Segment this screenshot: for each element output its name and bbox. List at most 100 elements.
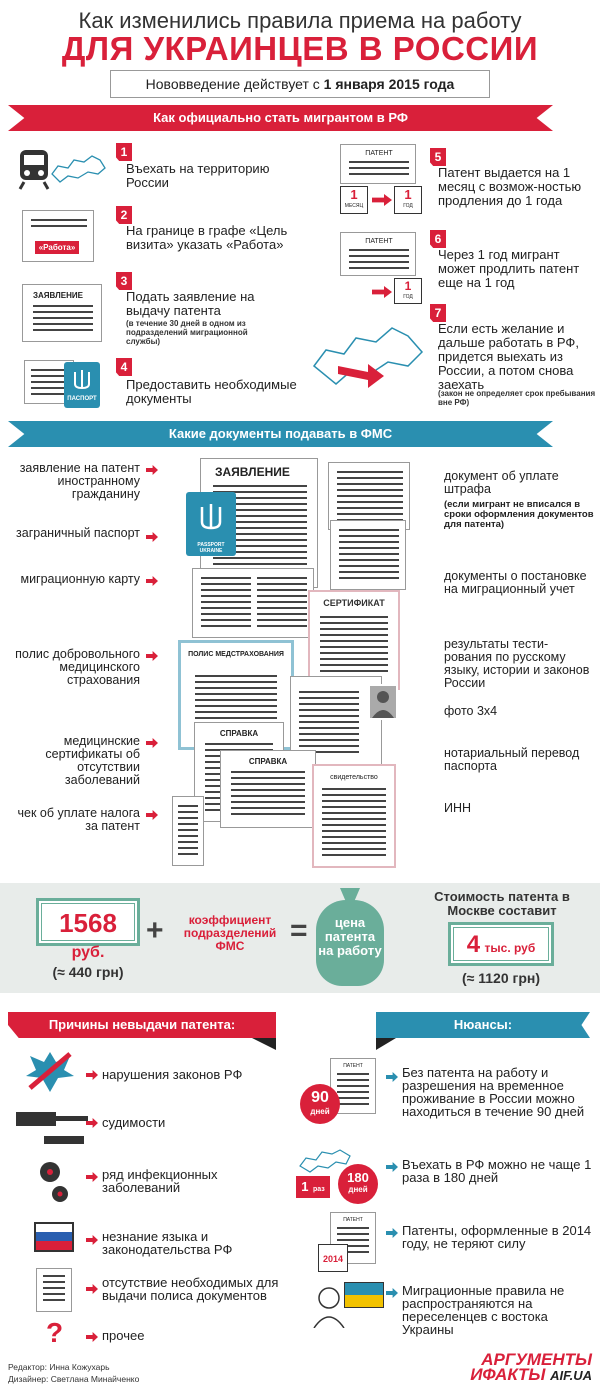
subtitle: Нововведение действует с 1 января 2015 г… [110,70,490,98]
clock-90-days: 90 дней [300,1084,340,1124]
reason-3: ряд инфекционных заболеваний [102,1167,218,1195]
step-5-num: 5 [430,148,446,166]
step-7-note: (закон не определяет срок пребывания вне… [438,389,596,407]
patent-icon-2-label: ПАТЕНТ [365,238,393,245]
section1-banner: Как официально стать мигрантом в РФ [8,105,553,131]
nuance-1-patent-label: ПАТЕНТ [343,1063,363,1069]
reason-2: судимости [102,1115,166,1130]
moscow-price-unit: тыс. руб [484,941,536,955]
reason-6-arrow [86,1332,98,1342]
plus-sign: + [146,914,164,947]
reason-5: отсутствие необходимых для выдачи полиса… [102,1275,279,1303]
doc-label-registration: документы о постановке на миграционный у… [444,569,587,596]
reason-6: прочее [102,1328,145,1343]
cal-month-word: МЕСЯЦ [344,203,364,209]
nuances-banner-fold [376,1038,396,1050]
subtitle-date: 1 января 2015 года [323,76,455,92]
arrow-receipt [146,810,158,820]
nuance-4-arrow [386,1288,398,1298]
step-2-num: 2 [116,206,132,224]
arrow-migration-card [146,576,158,586]
missing-document-icon [36,1268,72,1312]
gavel-icon [14,1106,90,1146]
doc-label-photo: фото 3х4 [444,704,498,718]
reason-5-arrow [86,1284,98,1294]
nuance-1-arrow [386,1072,398,1082]
arrow-medical [146,738,158,748]
patent-icon-1: ПАТЕНТ [340,144,416,184]
arrow-application [146,465,158,475]
train-icon [18,148,50,190]
calendar-2014: 2014 [318,1244,348,1272]
doc-photo [368,684,398,720]
doc-zayavlenie-title: ЗАЯВЛЕНИЕ [215,465,290,479]
base-price-unit: руб. [71,944,105,961]
reason-1-arrow [86,1070,98,1080]
moscow-price-banknote: 4 тыс. руб [448,922,554,966]
title-line1: Как изменились правила приема на работу [78,8,522,33]
days90-word: дней [310,1107,330,1116]
moscow-price-uah: (≈ 1120 грн) [462,970,540,986]
russia-map-exit-icon [308,314,428,400]
coefficient-label: коэффициент подразделений ФМС [183,913,277,953]
doc-spravka-2-title: СПРАВКА [248,757,288,766]
logo-line2-wrap: ИФАКТЫ AIF.UA [440,1366,592,1383]
doc-inn-title: свидетельство [330,774,378,781]
doc-receipt [172,796,204,866]
patent-icon-1-label: ПАТЕНТ [365,150,393,157]
step-7-text: Если есть желание и дальше работать в РФ… [438,321,579,392]
calendar-month-icon: 1 МЕСЯЦ [340,186,368,214]
nuance-3-arrow [386,1228,398,1238]
person-icon [312,1284,346,1328]
base-price-value: 1568 [41,903,135,941]
passport-icon: ПАСПОРТ [64,362,100,408]
step-1-text: Въехать на территорию России [126,161,270,190]
reason-2-arrow [86,1118,98,1128]
doc-label-application: заявление на патент иностранному граждан… [19,461,140,501]
question-icon: ? [46,1317,64,1348]
step-5-text: Патент выдается на 1 месяц с возмож-ност… [438,165,582,208]
once-badge: 1 раз [296,1176,330,1198]
step-1-num: 1 [116,143,132,161]
doc-label-testing: результаты тести-рования по русскому язы… [444,637,590,690]
once-num: 1 [301,1179,309,1194]
reason-1: нарушения законов РФ [102,1067,243,1082]
nuances-banner: Нюансы: [376,1012,590,1038]
step-6-num: 6 [430,230,446,248]
doc-label-medical: медицинские сертификаты об отсутствии за… [45,734,140,787]
patent-icon-2: ПАТЕНТ [340,232,416,276]
moscow-title: Стоимость патента в Москве составит [434,889,570,918]
russia-map-icon [48,148,108,190]
cal-extend-num: 1 [404,279,412,293]
doc-label-receipt: чек об уплате налога за патент [17,806,140,833]
russian-flag-icon [34,1222,74,1252]
base-price-banknote: 1568 [36,898,140,946]
clock-180-days: 180 дней [338,1164,378,1204]
nuance-1: Без патента на работу и разрешения на вр… [402,1065,585,1119]
arrow-extend [372,286,392,298]
nuance-2-arrow [386,1162,398,1172]
reasons-banner: Причины невыдачи патента: [8,1012,276,1038]
eagle-law-icon [22,1048,78,1096]
money-bag-knot [340,888,360,902]
doc-spravka-1-title: СПРАВКА [219,729,259,738]
doc-label-migration-card: миграционную карту [20,572,140,586]
doc-label-fine: документ об уплате штрафа [444,469,559,496]
nuance-3-patent: ПАТЕНТ [330,1212,376,1264]
step-4-num: 4 [116,358,132,376]
nuance-4: Миграционные правила не распространяются… [402,1283,565,1337]
reasons-banner-fold [252,1038,276,1050]
doc-label-insurance: полис добровольного медицинского страхов… [15,647,140,687]
step-3-num: 3 [116,272,132,290]
doc-spravka-2: СПРАВКА [220,750,316,828]
rabota-form-icon: «Работа» [22,210,94,262]
doc-certificate: СЕРТИФИКАТ [308,590,400,690]
doc-passport: PASSPORT UKRAINE [186,492,236,556]
title-line2: ДЛЯ УКРАИНЦЕВ В РОССИИ [61,30,539,67]
arrow-month-to-year [372,194,392,206]
doc-label-notary: нотариальный перевод паспорта [444,746,580,773]
reason-4: незнание языка и законодательства РФ [102,1229,233,1257]
step-4-text: Предоставить необходимые документы [126,377,297,406]
moscow-price-value: 4 [466,931,481,958]
cal-month-num: 1 [350,187,358,202]
